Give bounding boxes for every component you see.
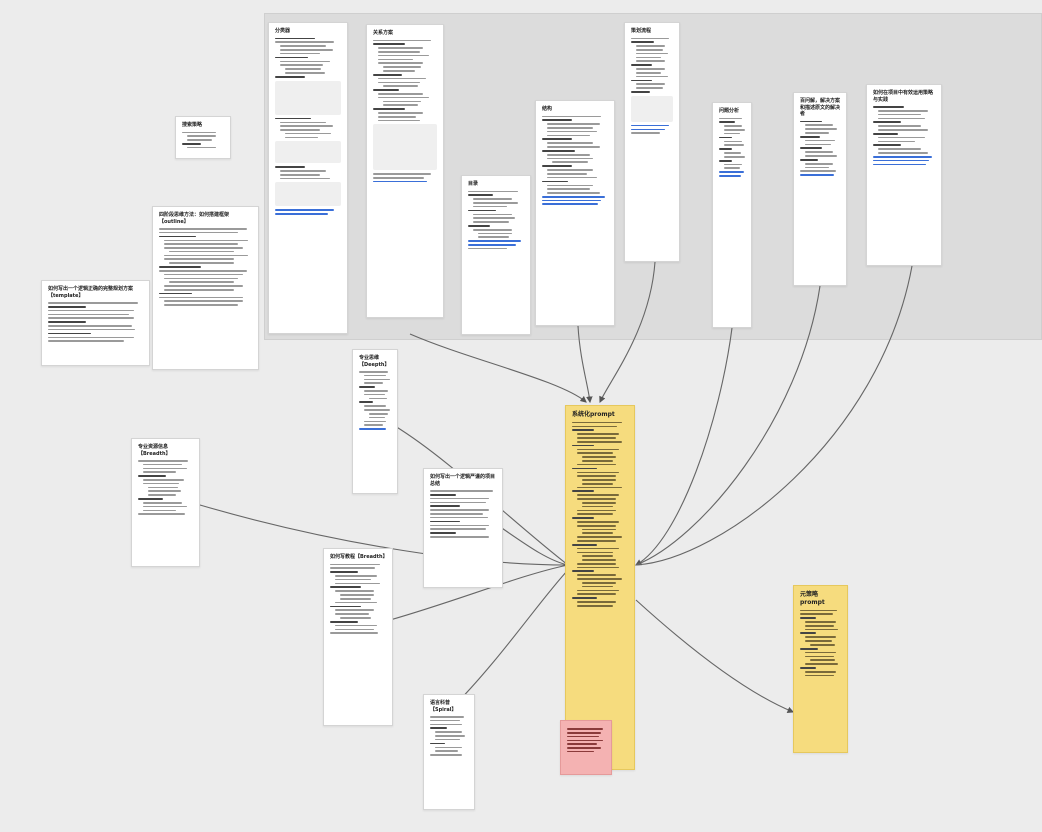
edge-n2-n17 — [409, 333, 587, 403]
node-card[interactable]: 分类器 — [268, 22, 348, 334]
node-body — [373, 39, 437, 183]
node-card[interactable]: 策划流程 — [624, 22, 680, 262]
node-title: 语言科普【Spiral】 — [430, 700, 457, 713]
node-body — [800, 120, 840, 176]
node-title: 关系方案 — [373, 30, 394, 36]
node-body — [430, 716, 468, 756]
node-card[interactable]: 目录 — [461, 175, 531, 335]
node-body — [719, 117, 745, 177]
node-title: 如何在项目中有效运用策略与实践 — [873, 90, 934, 103]
node-title: 四阶段思维方法：如何搭建框架【outline】 — [159, 212, 230, 225]
node-body — [873, 106, 935, 166]
node-body — [631, 37, 673, 134]
node-body — [138, 460, 193, 515]
edge-n7-n17 — [635, 327, 733, 566]
node-card-hub[interactable]: 元策略prompt — [793, 585, 848, 753]
edge-n16-n17 — [449, 569, 569, 711]
node-title: 系统化prompt — [572, 411, 615, 418]
node-body — [572, 421, 628, 607]
node-body — [567, 728, 605, 753]
node-title: 如何写出一个逻辑正确的完整规划方案【template】 — [48, 286, 134, 299]
node-title: 目录 — [468, 181, 479, 187]
node-body — [330, 563, 386, 634]
node-title: 结构 — [542, 106, 553, 112]
node-title: 元策略prompt — [800, 591, 825, 606]
node-body — [359, 371, 391, 430]
node-card[interactable]: 结构 — [535, 100, 615, 326]
node-card-hub[interactable]: 系统化prompt — [565, 405, 635, 770]
node-card[interactable]: 关系方案 — [366, 24, 444, 318]
node-body — [182, 131, 224, 149]
node-title: 问题分析 — [719, 108, 740, 114]
node-card-note[interactable] — [560, 720, 612, 775]
node-body — [800, 609, 841, 677]
node-card[interactable]: 专业思维【Deepth】 — [352, 349, 398, 494]
node-title: 如何写教程【Breadth】 — [330, 554, 388, 560]
node-title: 如何写出一个逻辑严谨的项目 总结 — [430, 474, 496, 487]
node-title: 策划流程 — [631, 28, 652, 34]
node-title: 专业思维【Deepth】 — [359, 355, 390, 368]
node-card[interactable]: 问题分析 — [712, 102, 752, 328]
node-title: 分类器 — [275, 28, 291, 34]
node-card[interactable]: 专业资源信息【Breadth】 — [131, 438, 200, 567]
node-body — [159, 228, 252, 306]
node-body — [430, 490, 496, 538]
node-card[interactable]: 百问解，解决方案和描述原文的解决者 — [793, 92, 847, 286]
node-body — [275, 37, 341, 215]
node-body — [468, 190, 524, 250]
node-card[interactable]: 如何写出一个逻辑严谨的项目 总结 — [423, 468, 503, 588]
node-title: 搜索策略 — [182, 122, 203, 128]
node-card[interactable]: 搜索策略 — [175, 116, 231, 159]
node-card[interactable]: 如何写出一个逻辑正确的完整规划方案【template】 — [41, 280, 150, 366]
node-card[interactable]: 四阶段思维方法：如何搭建框架【outline】 — [152, 206, 259, 370]
node-card[interactable]: 如何写教程【Breadth】 — [323, 548, 393, 726]
node-card[interactable]: 如何在项目中有效运用策略与实践 — [866, 84, 942, 266]
node-card[interactable]: 语言科普【Spiral】 — [423, 694, 475, 810]
node-title: 专业资源信息【Breadth】 — [138, 444, 171, 457]
edge-n17-n18 — [635, 599, 795, 713]
node-body — [542, 115, 608, 206]
node-body — [48, 302, 143, 343]
node-title: 百问解，解决方案和描述原文的解决者 — [800, 98, 841, 117]
